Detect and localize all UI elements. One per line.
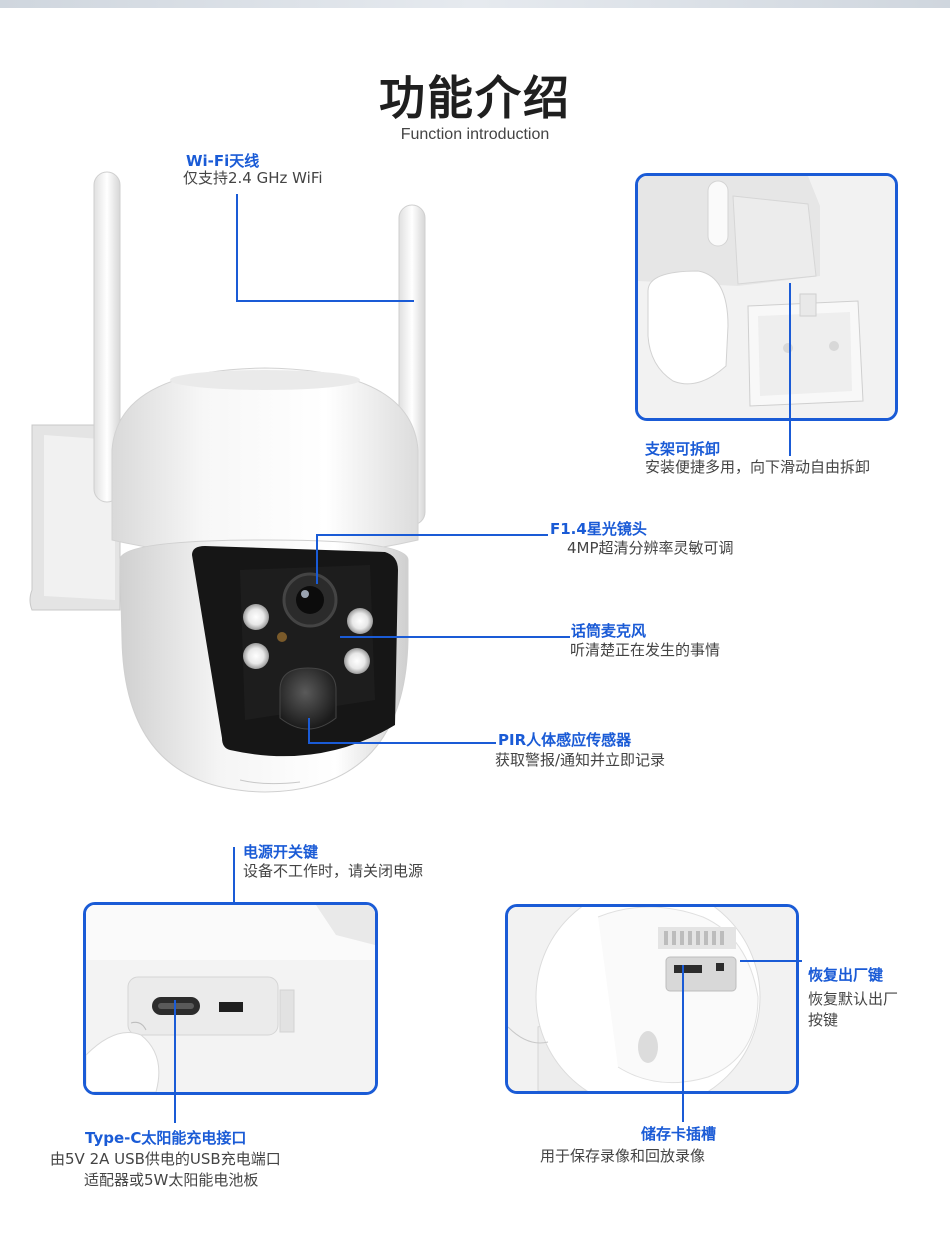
reset-desc-line2: 按键: [808, 1011, 839, 1029]
page-subtitle: Function introduction: [400, 126, 550, 143]
mic-desc: 听清楚正在发生的事情: [570, 641, 721, 659]
bracket-label: 支架可拆卸: [645, 440, 721, 458]
lens-leader-line-h: [316, 534, 548, 536]
top-decor-bar: [0, 0, 950, 8]
typec-leader-line: [174, 1000, 176, 1123]
bracket-detail-panel: [635, 173, 898, 421]
bracket-leader-line: [789, 283, 791, 456]
power-switch-desc: 设备不工作时，请关闭电源: [243, 862, 424, 880]
pir-desc: 获取警报/通知并立即记录: [495, 751, 666, 769]
wifi-antenna-desc: 仅支持2.4 GHz WiFi: [183, 169, 323, 187]
power-switch-label: 电源开关键: [243, 843, 319, 861]
typec-desc-line2: 适配器或5W太阳能电池板: [84, 1171, 259, 1189]
wifi-leader-line-h: [236, 300, 414, 302]
pir-leader-line-v: [308, 718, 310, 744]
sdcard-leader-line: [682, 965, 684, 1122]
ports-detail-panel: [83, 902, 378, 1095]
typec-label: Type-C太阳能充电接口: [85, 1129, 247, 1147]
sdcard-illustration: [508, 907, 796, 1091]
sdcard-label: 储存卡插槽: [641, 1125, 717, 1143]
reset-desc-line1: 恢复默认出厂: [808, 990, 899, 1008]
lens-leader-line-v: [316, 534, 318, 584]
typec-desc-line1: 由5V 2A USB供电的USB充电端口: [50, 1150, 281, 1168]
bracket-illustration: [638, 176, 895, 418]
pir-label: PIR人体感应传感器: [498, 731, 632, 749]
sdcard-detail-panel: [505, 904, 799, 1094]
camera-main-illustration: [29, 171, 426, 793]
lens-desc: 4MP超清分辨率灵敏可调: [567, 539, 734, 557]
reset-leader-line: [740, 960, 802, 962]
lens-label: F1.4星光镜头: [550, 520, 647, 538]
wifi-antenna-label: Wi-Fi天线: [186, 152, 260, 170]
pir-leader-line-h: [308, 742, 496, 744]
mic-label: 话筒麦克风: [571, 622, 647, 640]
sdcard-desc: 用于保存录像和回放录像: [540, 1147, 706, 1165]
page-title: 功能介绍: [379, 71, 571, 125]
bracket-desc: 安装便捷多用，向下滑动自由拆卸: [645, 458, 871, 476]
wifi-leader-line: [236, 194, 238, 302]
reset-label: 恢复出厂键: [808, 966, 884, 984]
mic-leader-line: [340, 636, 570, 638]
ports-illustration: [86, 905, 375, 1092]
